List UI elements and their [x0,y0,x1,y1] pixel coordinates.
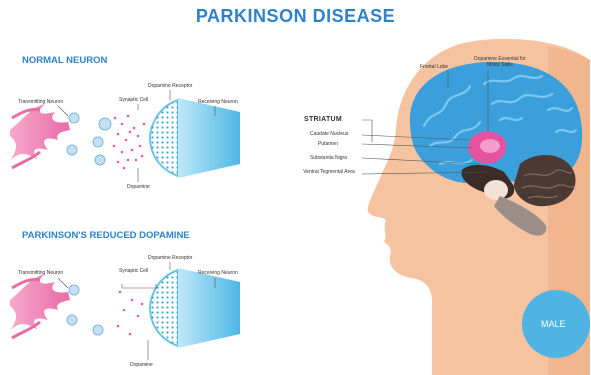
reduced-dopamine-label: Dopamine [130,362,153,368]
reduced-synaptic-label: Synaptic Cell [119,268,148,274]
substantia-label: Substantia Nigra [310,155,347,161]
normal-receptor-label: Dopamine Receptor [148,83,192,89]
normal-transmitting-label: Transmitting Neuron [18,99,63,105]
frontal-lobe-label: Frontal Lobe [420,64,448,70]
caudate-label: Caudate Nucleus [310,131,348,137]
reduced-transmitting-neuron [10,274,70,338]
dopamine-essential-label: Dopamine Essential for Motor Skills [470,56,530,68]
reduced-receptor-label: Dopamine Receptor [148,255,192,261]
reduced-heading: PARKINSON'S REDUCED DOPAMINE [22,230,190,241]
normal-dopamine-receptor [150,98,240,178]
ventral-label: Ventral Tegmental Area [300,169,358,175]
normal-synaptic-label: Synaptic Cell [119,97,148,103]
reduced-transmitting-label: Transmitting Neuron [18,270,63,276]
gender-label: MALE [541,319,566,329]
normal-dopamine-label: Dopamine [127,184,150,190]
reduced-dopamine-receptor [150,268,240,348]
normal-heading: NORMAL NEURON [22,55,107,66]
reduced-receiving-label: Receiving Neuron [198,270,238,276]
putamen-label: Putamen [318,141,338,147]
normal-vesicles [67,113,111,165]
normal-receiving-label: Receiving Neuron [198,99,238,105]
reduced-vesicles [67,285,103,335]
normal-transmitting-neuron [10,104,70,168]
normal-dopamine-dots [113,115,146,170]
reduced-dopamine-dots [117,291,144,336]
striatum-label: STRIATUM [304,116,342,123]
